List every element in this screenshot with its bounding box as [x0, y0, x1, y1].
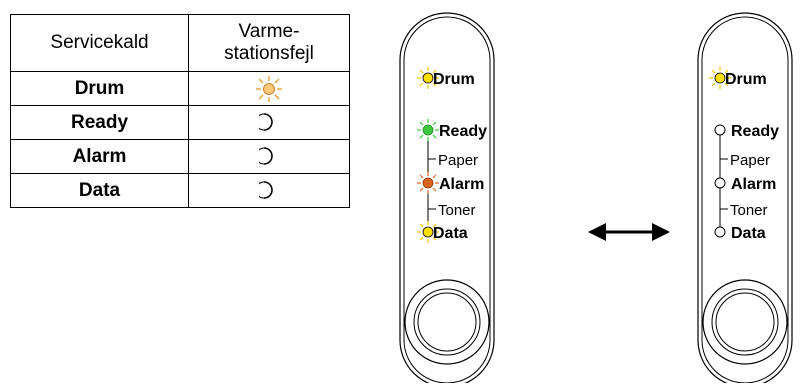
data-label: Data [433, 225, 468, 242]
row-indicator-data [188, 173, 350, 208]
go-button[interactable] [404, 279, 490, 365]
row-indicator-alarm [188, 139, 350, 174]
control-panel-right: Drum Ready Paper Alarm Toner Data [697, 12, 793, 388]
panel-inner-outline [701, 16, 789, 384]
panel-outline [399, 12, 495, 388]
ready-led-icon [417, 119, 439, 141]
paper-label: Paper [438, 152, 478, 169]
panel-inner-outline [403, 16, 491, 384]
header-line-1: Varme- [238, 21, 300, 42]
go-button[interactable] [702, 279, 788, 365]
data-label: Data [731, 225, 766, 242]
printer-panel-left: Drum Ready Paper Alarm [382, 0, 512, 388]
drum-label: Drum [433, 71, 475, 88]
row-indicator-drum [188, 71, 350, 106]
status-table: Servicekald Varme- stationsfejl Drum [10, 14, 350, 208]
control-panel-left: Drum Ready Paper Alarm [399, 12, 495, 388]
header-varmestationsfejl: Varme- stationsfejl [188, 14, 350, 72]
panel-outline [697, 12, 793, 388]
drum-label: Drum [725, 71, 767, 88]
row-label-data: Data [10, 173, 189, 208]
alarm-led-icon [714, 177, 726, 189]
led-blink-icon [256, 75, 282, 102]
drum-led-icon [417, 67, 439, 89]
double-arrow-icon [588, 223, 670, 241]
toner-label: Toner [730, 202, 768, 219]
row-label-ready: Ready [10, 105, 189, 140]
row-label-alarm: Alarm [10, 139, 189, 174]
led-off-icon [259, 147, 273, 166]
drum-led-icon [709, 67, 731, 89]
ready-label: Ready [439, 123, 487, 140]
data-led-icon [417, 221, 439, 243]
table-row-ready: Ready [10, 105, 350, 140]
led-off-icon [259, 113, 273, 132]
row-indicator-ready [188, 105, 350, 140]
table-row-alarm: Alarm [10, 139, 350, 174]
ready-led-icon [714, 124, 726, 136]
table-row-data: Data [10, 173, 350, 208]
alarm-label: Alarm [439, 176, 484, 193]
table-row-drum: Drum [10, 71, 350, 106]
toner-label: Toner [438, 202, 476, 219]
table-header-row: Servicekald Varme- stationsfejl [10, 14, 350, 72]
header-servicekald: Servicekald [10, 14, 189, 72]
led-off-icon [259, 181, 273, 200]
paper-label: Paper [730, 152, 770, 169]
alarm-led-icon [417, 172, 439, 194]
header-line-2: stationsfejl [224, 43, 314, 64]
printer-panel-right: Drum Ready Paper Alarm Toner Data [670, 0, 810, 388]
data-led-icon [714, 226, 726, 238]
alarm-label: Alarm [731, 176, 776, 193]
row-label-drum: Drum [10, 71, 189, 106]
ready-label: Ready [731, 123, 779, 140]
